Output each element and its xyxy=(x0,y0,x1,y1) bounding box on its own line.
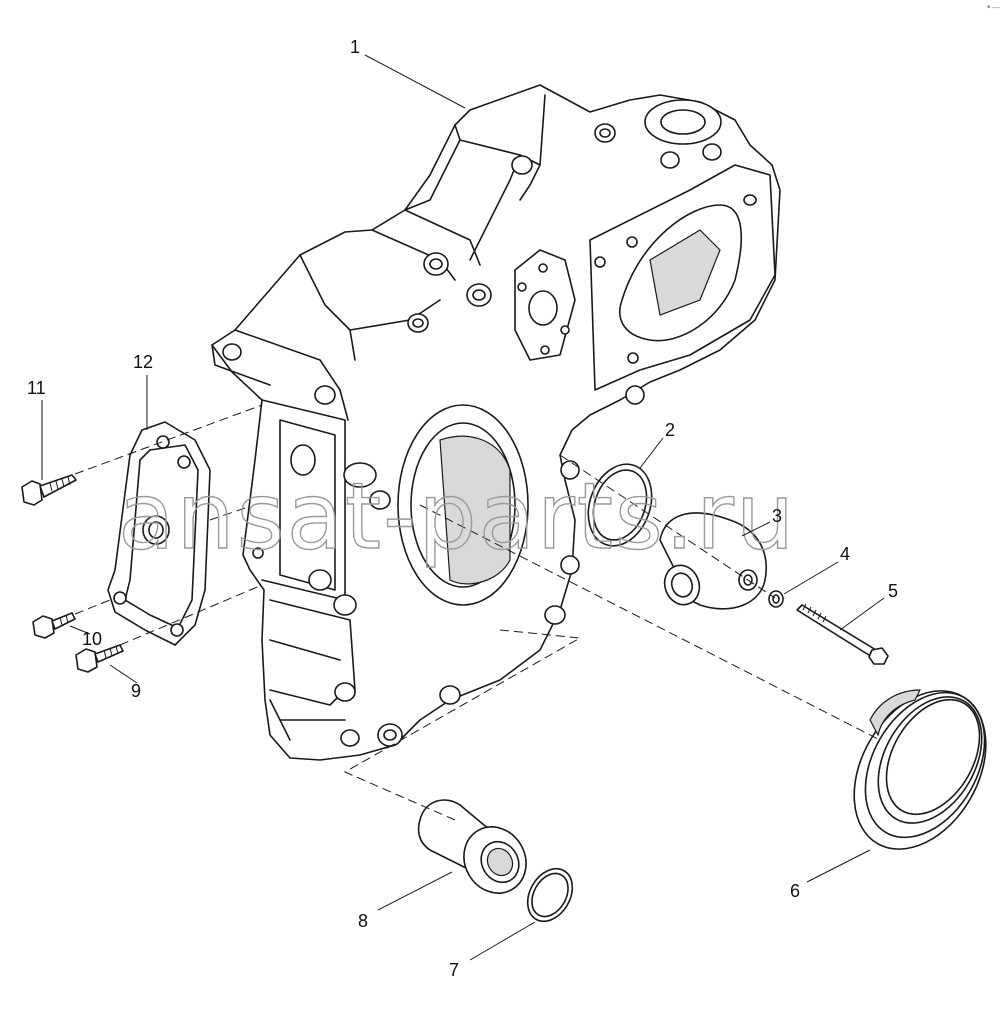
callout-9: 9 xyxy=(131,681,141,701)
callout-8: 8 xyxy=(358,911,368,931)
part-8-bushing[interactable] xyxy=(417,799,538,904)
part-4-washer[interactable] xyxy=(768,590,784,608)
callout-11: 11 xyxy=(27,378,46,398)
part-11-bolt[interactable] xyxy=(21,474,77,506)
callout-4: 4 xyxy=(840,544,850,564)
callout-5: 5 xyxy=(888,581,898,601)
part-3-elbow-fitting[interactable] xyxy=(659,512,767,610)
part-9-bolt[interactable] xyxy=(75,644,124,673)
callout-1: 1 xyxy=(350,37,360,57)
corner-mark: •— xyxy=(986,3,1000,13)
part-6-oil-seal[interactable] xyxy=(827,667,1002,872)
part-2-o-ring[interactable] xyxy=(577,455,662,554)
callout-3: 3 xyxy=(772,506,782,526)
callout-10: 10 xyxy=(82,629,102,649)
part-10-bolt[interactable] xyxy=(32,612,76,639)
callout-12: 12 xyxy=(133,352,153,372)
part-12-cover-plate[interactable] xyxy=(107,421,211,646)
callout-2: 2 xyxy=(665,420,675,440)
assembly-centerlines xyxy=(74,404,881,821)
part-1-timing-cover[interactable] xyxy=(211,84,781,761)
callout-7: 7 xyxy=(449,960,459,980)
part-5-long-bolt[interactable] xyxy=(796,603,889,665)
part-7-o-ring[interactable] xyxy=(519,861,582,929)
callout-leaders xyxy=(41,54,885,961)
callout-6: 6 xyxy=(790,881,800,901)
watermark-text: ansat-parts.ru xyxy=(118,463,796,570)
